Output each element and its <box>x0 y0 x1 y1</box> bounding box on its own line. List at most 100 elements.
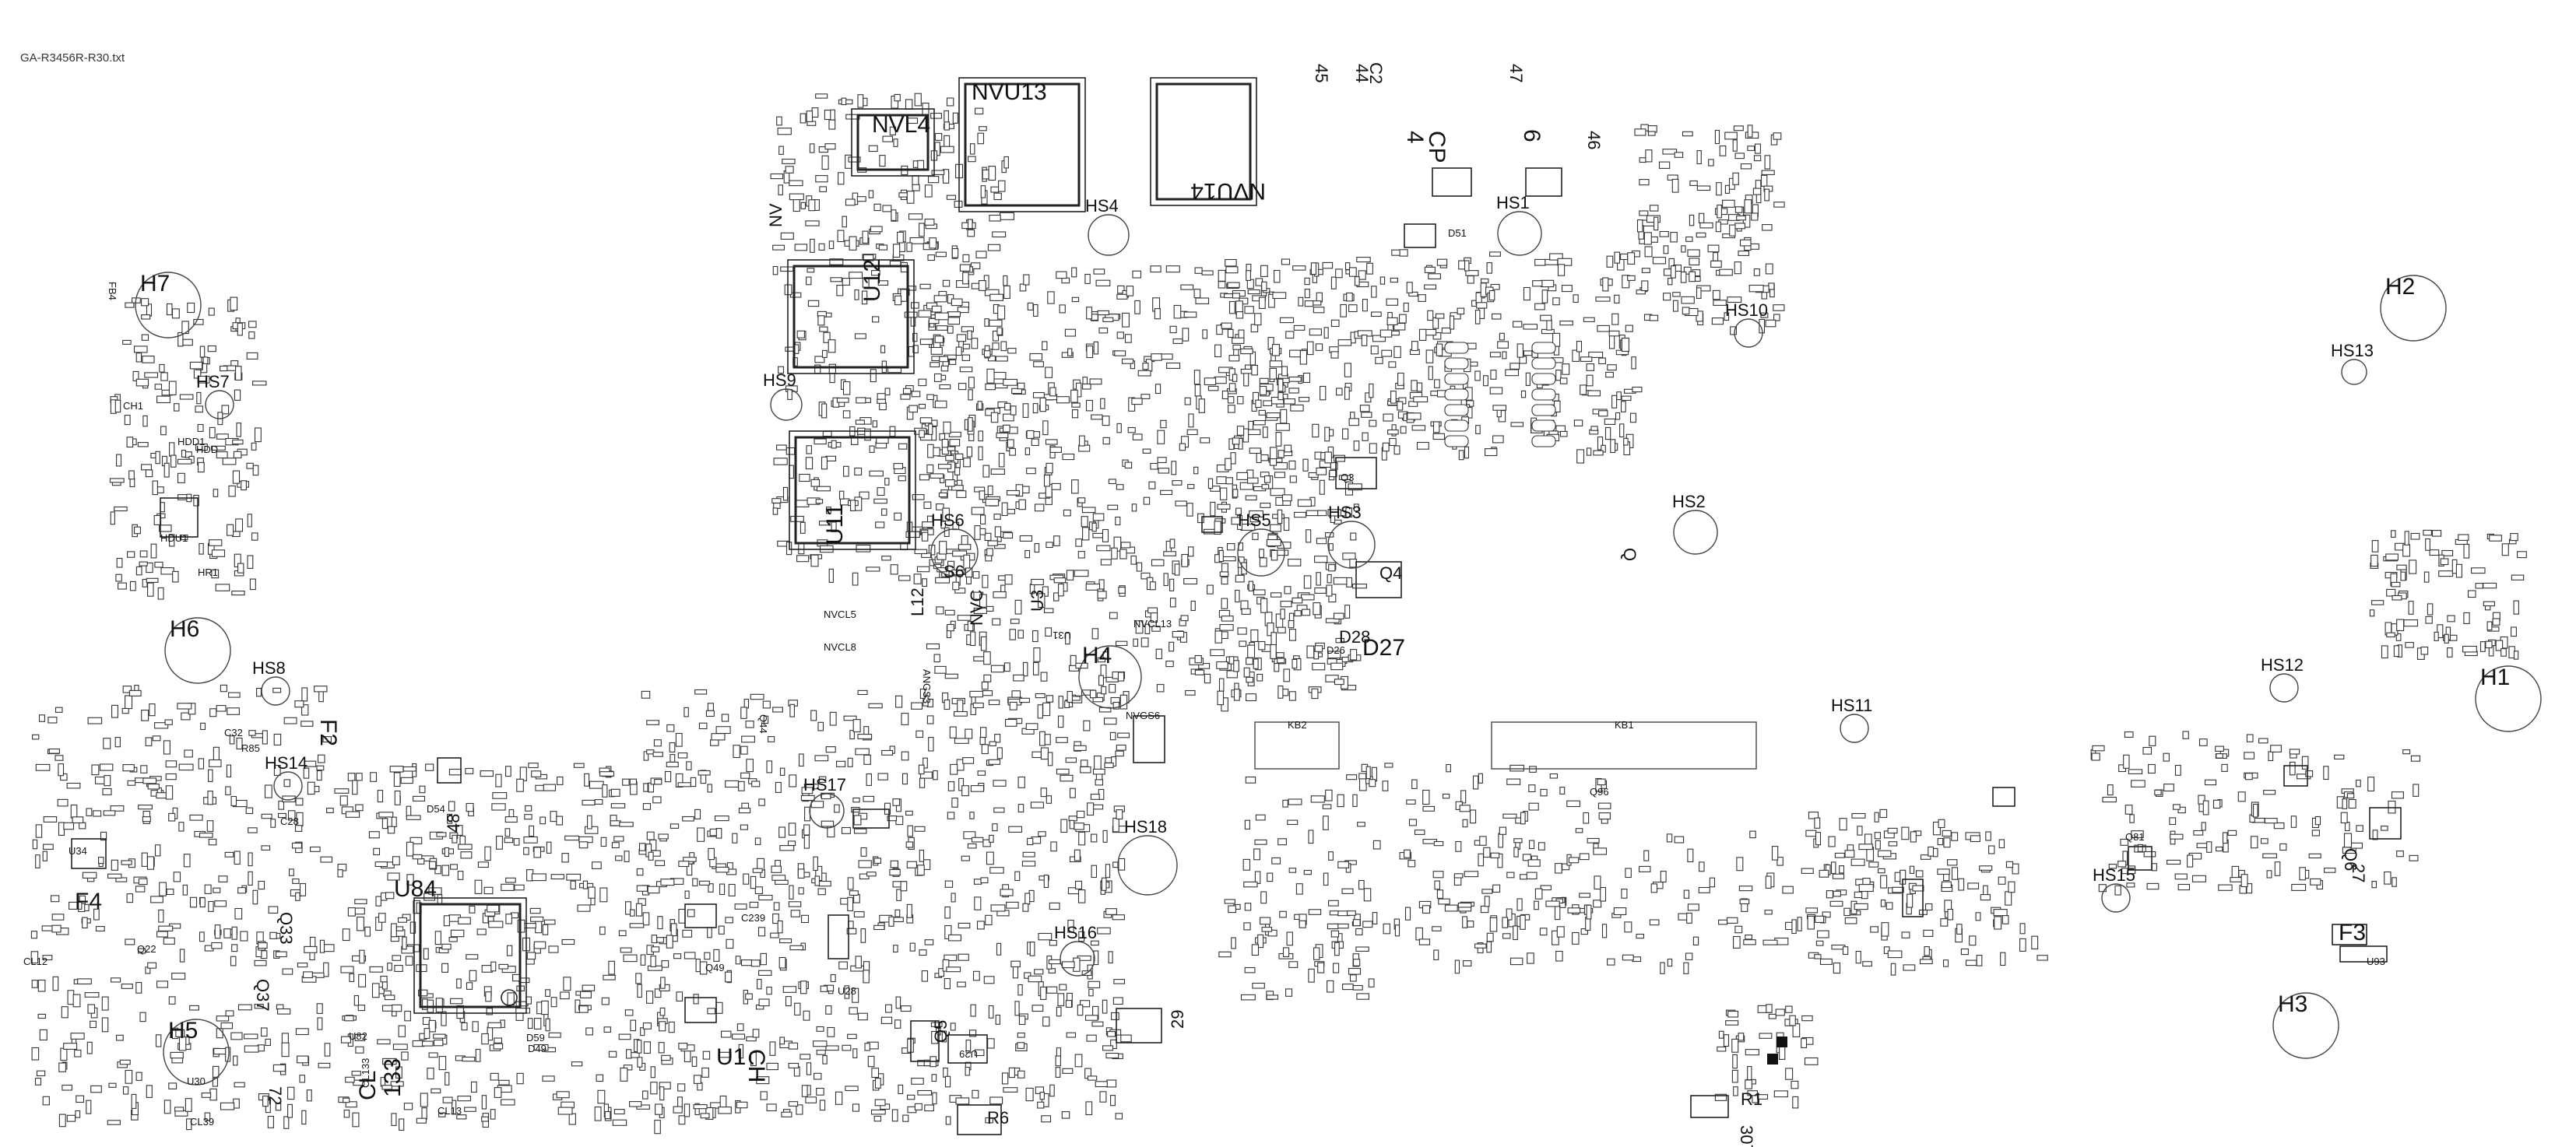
smd-pad <box>1069 819 1075 830</box>
smd-pad <box>958 922 971 929</box>
smd-pad <box>1807 915 1815 930</box>
smd-pad <box>1492 435 1504 444</box>
smd-pad <box>636 885 648 892</box>
smd-pad <box>481 1033 489 1045</box>
smd-pad <box>997 305 1006 320</box>
smd-pad <box>1210 501 1216 517</box>
smd-pad <box>1785 1068 1794 1080</box>
smd-pad <box>1368 978 1375 987</box>
smd-pad <box>990 665 1004 673</box>
smd-pad <box>122 686 132 693</box>
smd-pad <box>1188 413 1194 428</box>
smd-pad <box>901 773 908 785</box>
smd-pad <box>1224 899 1235 904</box>
smd-pad <box>179 949 185 963</box>
smd-pad <box>1406 282 1413 293</box>
smd-pad <box>719 883 726 896</box>
component-label: U82 <box>349 1030 367 1042</box>
smd-pad <box>1294 610 1302 617</box>
smd-pad <box>855 748 870 756</box>
smd-pad <box>1736 215 1746 221</box>
smd-pad <box>1652 257 1667 265</box>
smd-pad <box>987 540 998 546</box>
smd-pad <box>2371 540 2379 552</box>
smd-pad <box>377 790 384 803</box>
smd-pad <box>1509 764 1524 772</box>
smd-pad <box>201 1093 212 1098</box>
smd-pad <box>636 1104 650 1110</box>
smd-pad <box>1031 1005 1044 1012</box>
smd-pad <box>1039 397 1046 412</box>
smd-pad <box>944 924 952 939</box>
smd-pad <box>615 855 623 861</box>
smd-pad <box>1481 278 1489 283</box>
smd-pad <box>1274 663 1280 672</box>
smd-pad <box>1043 474 1050 487</box>
smd-pad <box>1759 318 1766 334</box>
smd-pad <box>1056 1006 1062 1017</box>
smd-pad <box>30 951 39 964</box>
smd-pad <box>1081 516 1088 528</box>
smd-pad <box>952 112 958 124</box>
smd-pad <box>718 925 725 935</box>
smd-pad <box>646 749 655 755</box>
smd-pad <box>1464 260 1470 272</box>
smd-pad <box>912 332 918 342</box>
smd-pad <box>316 770 322 781</box>
smd-pad <box>694 689 708 695</box>
smd-pad <box>2495 640 2504 651</box>
smd-pad <box>1010 405 1017 416</box>
smd-pad <box>1151 559 1165 566</box>
heatsink-hole-label: HS14 <box>265 753 308 773</box>
smd-pad <box>2290 816 2297 828</box>
smd-pad <box>277 1008 291 1015</box>
smd-pad <box>604 1110 611 1120</box>
smd-pad <box>1707 244 1720 253</box>
smd-pad <box>2005 891 2012 906</box>
smd-pad <box>1608 335 1615 349</box>
smd-pad <box>1097 591 1107 599</box>
smd-pad <box>1484 896 1490 907</box>
smd-pad <box>131 1093 137 1109</box>
smd-pad <box>119 1059 131 1065</box>
smd-pad <box>924 184 933 198</box>
smd-pad <box>539 816 546 825</box>
smd-pad <box>929 237 937 249</box>
smd-pad <box>98 857 104 865</box>
smd-pad <box>319 939 325 953</box>
smd-pad <box>1492 313 1502 320</box>
smd-pad <box>847 896 854 912</box>
smd-pad <box>939 384 951 390</box>
smd-pad <box>174 403 180 412</box>
smd-pad <box>918 310 932 317</box>
mounting-hole-h6 <box>164 617 231 684</box>
smd-pad <box>1597 436 1604 451</box>
smd-pad <box>972 571 980 579</box>
smd-pad <box>1132 270 1142 279</box>
smd-pad <box>1281 366 1288 377</box>
smd-pad <box>1298 296 1304 307</box>
smd-pad <box>1218 951 1232 958</box>
smd-pad <box>1001 502 1008 517</box>
smd-pad <box>531 873 546 882</box>
smd-pad <box>1131 503 1137 512</box>
smd-pad <box>1371 311 1382 317</box>
smd-pad <box>2231 865 2240 879</box>
smd-pad <box>199 542 204 555</box>
smd-pad <box>983 651 991 665</box>
smd-pad <box>898 475 906 482</box>
smd-pad <box>686 863 693 876</box>
smd-pad <box>1044 734 1051 745</box>
component-label: C32 <box>224 727 243 738</box>
smd-pad <box>1003 378 1018 386</box>
component-label: 72 <box>265 1086 285 1105</box>
smd-pad <box>981 744 989 755</box>
smd-pad <box>406 841 414 857</box>
smd-pad <box>122 1086 129 1095</box>
smd-pad <box>464 1107 476 1112</box>
smd-pad <box>1126 286 1134 296</box>
smd-pad <box>1753 155 1762 162</box>
smd-pad <box>789 193 804 201</box>
smd-pad <box>787 840 796 847</box>
smd-pad <box>989 319 1003 327</box>
